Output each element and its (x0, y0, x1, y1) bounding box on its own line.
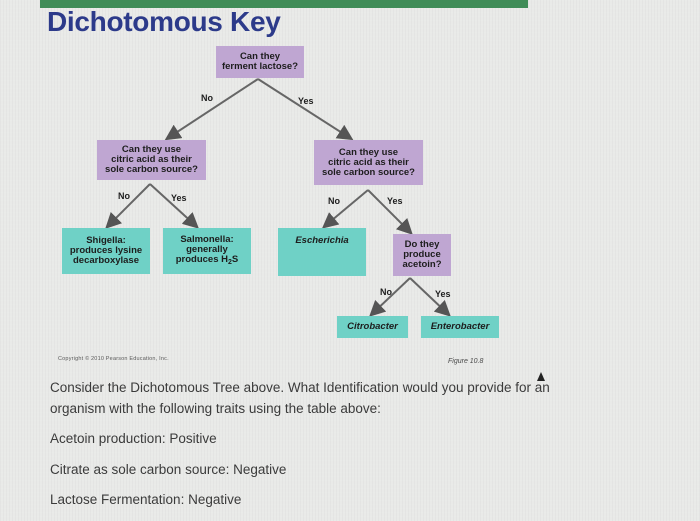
salmonella-subscript: 2 (228, 258, 232, 266)
branch-left-yes (149, 183, 199, 229)
branch-left-no (105, 183, 151, 229)
question-acetoin: Do they produce acetoin? (393, 234, 451, 276)
result-citrobacter: Citrobacter (337, 316, 408, 338)
branch-right-no (321, 189, 369, 229)
question-citrate-right: Can they use citric acid as their sole c… (314, 140, 423, 185)
question-lactose: Can they ferment lactose? (216, 46, 304, 78)
label-yes-right: Yes (387, 196, 403, 206)
label-yes-left: Yes (171, 193, 187, 203)
label-yes-acetoin: Yes (435, 289, 451, 299)
trait-lactose: Lactose Fermentation: Negative (50, 492, 242, 507)
result-shigella: Shigella: produces lysine decarboxylase (62, 228, 150, 274)
branch-acetoin-no (369, 277, 411, 317)
copyright-note: Copyright © 2010 Pearson Education, Inc. (58, 356, 169, 362)
result-escherichia: Escherichia (278, 228, 366, 276)
label-no-acetoin: No (380, 287, 392, 297)
page-title: Dichotomous Key (47, 6, 281, 37)
branch-right-yes (367, 189, 413, 235)
question-citrate-left: Can they use citric acid as their sole c… (97, 140, 206, 180)
label-no-lactose: No (201, 93, 213, 103)
salmonella-text: Salmonella: generally produces H2S (175, 233, 239, 268)
trait-citrate: Citrate as sole carbon source: Negative (50, 462, 287, 477)
branch-root-no (164, 78, 259, 141)
header-bar (40, 0, 528, 8)
branch-root-yes (257, 78, 354, 141)
question-line-1: Consider the Dichotomous Tree above. Wha… (50, 380, 550, 395)
label-no-left: No (118, 191, 130, 201)
question-line-2: organism with the following traits using… (50, 401, 381, 416)
result-enterobacter: Enterobacter (421, 316, 499, 338)
result-salmonella: Salmonella: generally produces H2S (163, 228, 251, 274)
trait-acetoin: Acetoin production: Positive (50, 431, 217, 446)
figure-label: Figure 10.8 (448, 358, 484, 365)
mouse-cursor-icon (537, 372, 545, 381)
label-no-right: No (328, 196, 340, 206)
salmonella-main: Salmonella: generally produces H (175, 233, 234, 265)
branch-acetoin-yes (409, 277, 451, 317)
label-yes-lactose: Yes (298, 96, 314, 106)
salmonella-suffix: S (231, 253, 239, 265)
